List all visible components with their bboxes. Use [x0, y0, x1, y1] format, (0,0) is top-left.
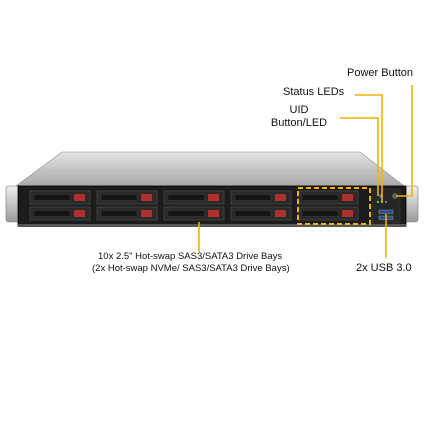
drive-bay[interactable] — [96, 190, 158, 205]
usb-port[interactable] — [378, 209, 394, 214]
drive-bays-label-line2: (2x Hot-swap NVMe/ SAS3/SATA3 Drive Bays… — [92, 263, 290, 274]
drive-bay[interactable] — [163, 190, 225, 205]
status-leds-callout-line — [355, 94, 383, 202]
drive-tray-vent — [167, 194, 205, 201]
status-led — [384, 200, 388, 204]
uid-label-line2: Button/LED — [270, 117, 328, 129]
drive-latch[interactable] — [141, 194, 152, 201]
drive-bay[interactable] — [163, 206, 225, 221]
drive-bay[interactable] — [29, 190, 91, 205]
front-panel-bottom-edge — [18, 224, 406, 227]
drive-tray-vent — [301, 194, 339, 201]
drive-latch[interactable] — [342, 210, 353, 217]
drive-latch[interactable] — [275, 210, 286, 217]
uid-label: UID Button/LED — [262, 104, 336, 130]
drive-latch[interactable] — [208, 210, 219, 217]
drive-tray-vent — [167, 210, 205, 217]
drive-latch[interactable] — [74, 210, 85, 217]
uid-callout-line — [340, 117, 379, 196]
drive-latch[interactable] — [74, 194, 85, 201]
drive-bay[interactable] — [230, 190, 292, 205]
drive-latch[interactable] — [141, 210, 152, 217]
drive-latch[interactable] — [208, 194, 219, 201]
drive-latch[interactable] — [275, 194, 286, 201]
status-leds-label: Status LEDs — [283, 86, 345, 98]
drive-bays-label-line1: 10x 2.5" Hot-swap SAS3/SATA3 Drive Bays — [98, 251, 283, 262]
drive-tray-vent — [100, 194, 138, 201]
drive-tray-vent — [301, 210, 339, 217]
drive-bay[interactable] — [230, 206, 292, 221]
power-button-label: Power Button — [347, 67, 414, 79]
nvme-bays-highlight — [297, 187, 371, 225]
drive-tray-vent — [234, 210, 272, 217]
usb-label: 2x USB 3.0 — [356, 262, 412, 274]
drive-bays-label: 10x 2.5" Hot-swap SAS3/SATA3 Drive Bays … — [92, 251, 290, 275]
power-button-callout-line — [396, 85, 413, 197]
drive-latch[interactable] — [342, 194, 353, 201]
drive-tray-vent — [234, 194, 272, 201]
drive-bay[interactable] — [29, 206, 91, 221]
drive-bay[interactable] — [297, 206, 359, 221]
drive-bays — [29, 190, 359, 221]
drive-bay[interactable] — [297, 190, 359, 205]
status-led — [376, 200, 380, 204]
chassis-top — [15, 151, 405, 187]
drive-tray-vent — [100, 210, 138, 217]
drive-tray-vent — [33, 194, 71, 201]
uid-label-line1: UID — [289, 104, 309, 116]
drive-bay[interactable] — [96, 206, 158, 221]
drive-tray-vent — [33, 210, 71, 217]
